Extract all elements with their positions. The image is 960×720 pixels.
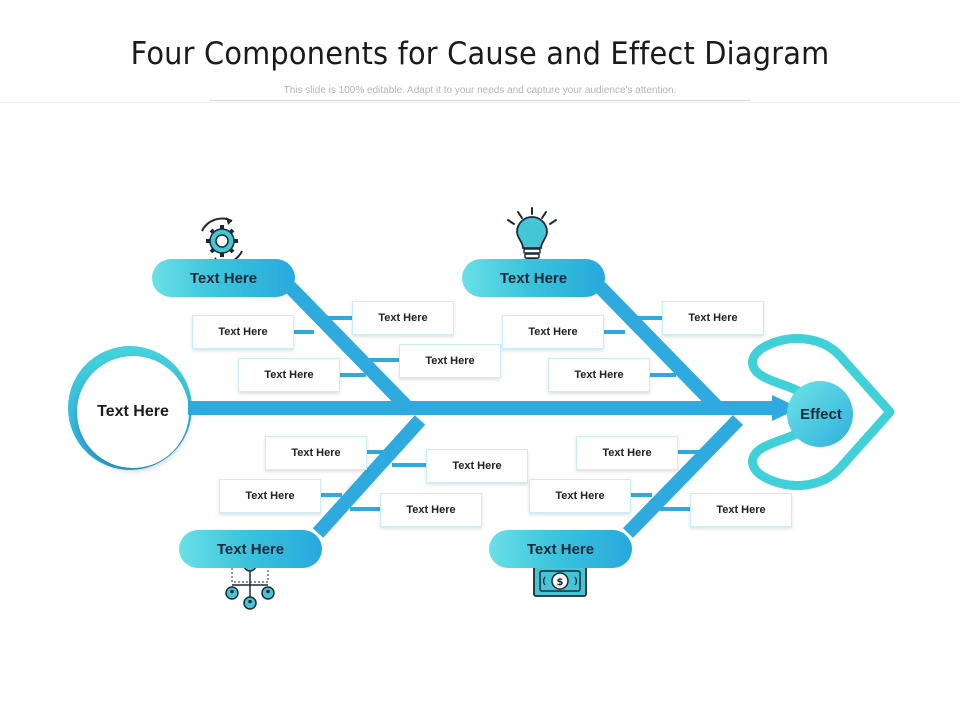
bone-bottom-left <box>312 415 426 538</box>
sub-cause-box: Text Here <box>219 479 321 513</box>
header-divider <box>0 102 960 103</box>
ribs-bottom-left <box>320 450 426 511</box>
slide-title: Four Components for Cause and Effect Dia… <box>130 36 830 72</box>
sub-cause-box: Text Here <box>238 358 340 392</box>
sub-cause-box: Text Here <box>265 436 367 470</box>
sub-cause-box: Text Here <box>529 479 631 513</box>
sub-cause-box: Text Here <box>426 449 528 483</box>
bone-bottom-right <box>622 415 744 538</box>
sub-cause-box: Text Here <box>662 301 764 335</box>
spine-bar <box>188 401 776 415</box>
svg-text:$: $ <box>557 577 564 588</box>
slide-subtitle: This slide is 100% editable. Adapt it to… <box>283 85 677 96</box>
sub-cause-box: Text Here <box>690 493 792 527</box>
sub-cause-box: Text Here <box>399 344 501 378</box>
category-pill-4: Text Here <box>489 530 632 568</box>
bone-top-left <box>284 282 414 413</box>
lightbulb-icon <box>507 207 557 264</box>
spine-arrowhead <box>772 395 800 421</box>
sub-cause-box: Text Here <box>380 493 482 527</box>
sub-cause-box: Text Here <box>548 358 650 392</box>
sub-cause-box: Text Here <box>192 315 294 349</box>
cause-head-ring <box>68 346 192 470</box>
sub-cause-box: Text Here <box>576 436 678 470</box>
sub-cause-box: Text Here <box>502 315 604 349</box>
effect-circle <box>787 381 853 447</box>
category-pill-3: Text Here <box>179 530 322 568</box>
ribs-bottom-right <box>630 450 705 511</box>
category-pill-1: Text Here <box>152 259 295 297</box>
ribs-top-left <box>292 316 400 377</box>
gear-icon <box>201 217 243 265</box>
effect-label: Effect <box>800 405 842 423</box>
subtitle-underline <box>210 100 750 101</box>
bone-top-right <box>594 282 724 413</box>
category-pill-2: Text Here <box>462 259 605 297</box>
sub-cause-box: Text Here <box>352 301 454 335</box>
ribs-top-right <box>603 316 676 377</box>
cause-head-label: Text Here <box>97 403 169 420</box>
